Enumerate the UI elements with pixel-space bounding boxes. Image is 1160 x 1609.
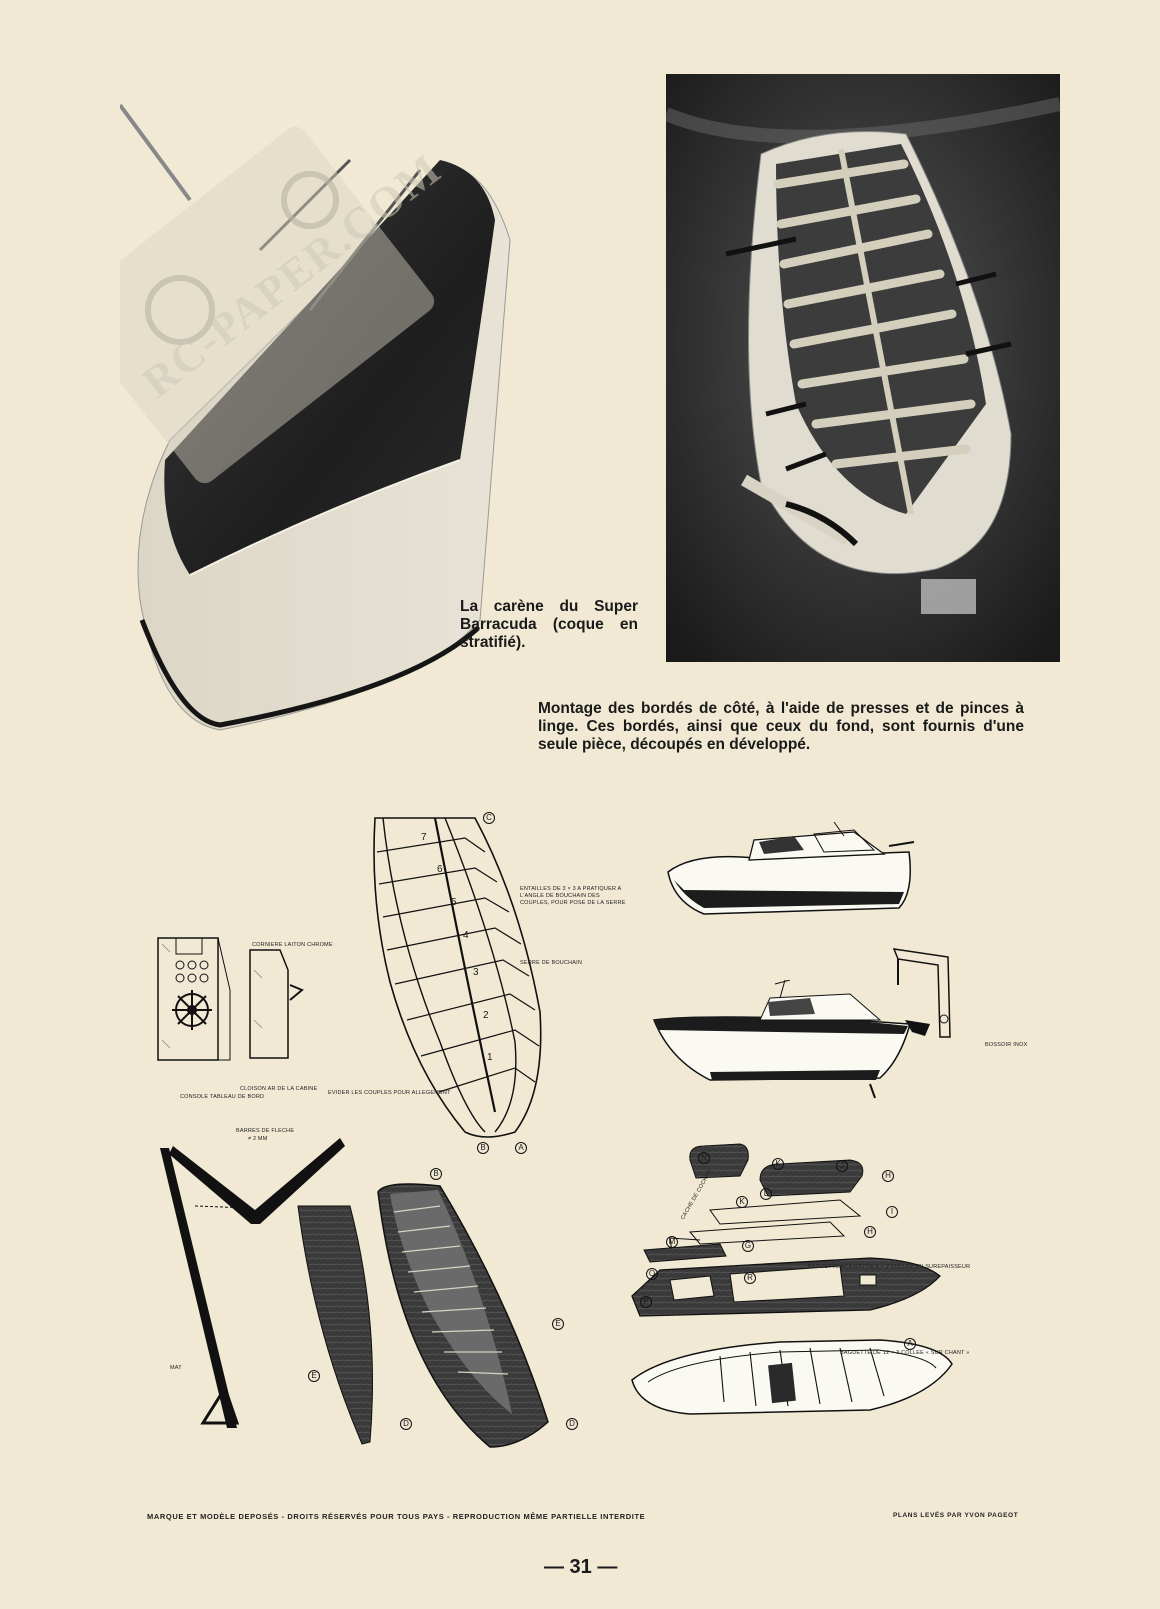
planking-marker-b: B: [430, 1168, 442, 1180]
hull-marker-b: B: [477, 1142, 489, 1154]
rights-notice: MARQUE ET MODÈLE DEPOSÉS - DROITS RÉSERV…: [147, 1512, 646, 1521]
label-bossoir: BOSSOIR INOX: [985, 1042, 1028, 1048]
frame-2: 2: [483, 1010, 489, 1021]
davit-diagram: [888, 945, 968, 1045]
page-number: — 31 —: [544, 1556, 618, 1578]
deck-marker-p: P: [640, 1296, 652, 1308]
frame-3: 3: [473, 967, 479, 978]
label-serre: SERRE DE BOUCHAIN: [520, 960, 583, 966]
cruiser-view-top: [664, 822, 944, 932]
hull-marker-c: C: [483, 812, 495, 824]
planking-marker-e1: E: [552, 1318, 564, 1330]
deck-marker-j: J: [836, 1160, 848, 1172]
deck-marker-q: Q: [646, 1268, 658, 1280]
frame-5: 5: [451, 897, 457, 908]
planking-marker-d2: D: [566, 1418, 578, 1430]
deck-marker-r: R: [744, 1272, 756, 1284]
label-baguette-chant: BAGUETTE DE 12 × 3 COLLEE « SUR CHANT »: [840, 1350, 970, 1356]
mast-diagram: [155, 1138, 355, 1433]
frame-7: 7: [421, 832, 427, 843]
frame-1: 1: [487, 1052, 493, 1063]
hull-photo: [120, 80, 530, 750]
deck-marker-h2: H: [864, 1226, 876, 1238]
planking-marker-d1: D: [400, 1418, 412, 1430]
label-barres: BARRES DE FLECHE: [236, 1128, 295, 1134]
cruiser-view-side: [650, 980, 950, 1110]
label-evider: EVIDER LES COUPLES POUR ALLEGEMENT: [328, 1090, 451, 1096]
frame-6: 6: [437, 864, 443, 875]
label-baguette-acajou: BAGUETTE ACAJOU DE 4 × 2 COLLEE EN SUREP…: [808, 1264, 971, 1270]
framing-photo: [666, 74, 1060, 662]
deck-marker-k2: K: [736, 1196, 748, 1208]
label-console: CONSOLE TABLEAU DE BORD: [180, 1094, 265, 1100]
deck-marker-l: L: [760, 1188, 772, 1200]
superstructure-exploded-diagram: [630, 1120, 970, 1460]
deck-marker-n: N: [698, 1152, 710, 1164]
label-cloison: CLOISON AR DE LA CABINE: [240, 1086, 318, 1092]
deck-marker-g: G: [742, 1240, 754, 1252]
plans-credit: PLANS LEVÉS PAR YVON PAGEOT: [893, 1512, 1019, 1519]
deck-marker-a: A: [904, 1338, 916, 1350]
frame-4: 4: [463, 930, 469, 941]
planking-diagram: [290, 1172, 590, 1452]
dashboard-console-diagram: [150, 930, 310, 1090]
assembly-caption: Montage des bordés de côté, à l'aide de …: [538, 700, 1024, 753]
deck-marker-k1: K: [772, 1158, 784, 1170]
deck-marker-h1: H: [882, 1170, 894, 1182]
label-cornier: CORNIERE LAITON CHROME: [252, 942, 333, 948]
planking-marker-e2: E: [308, 1370, 320, 1382]
deck-marker-i: I: [886, 1206, 898, 1218]
label-entailles: ENTAILLES DE 3 × 3 A PRATIQUER A L'ANGLE…: [520, 886, 626, 906]
deck-marker-m: M: [666, 1236, 678, 1248]
hull-framing-diagram: 7 6 5 4 3 2 1 C B A: [355, 812, 565, 1157]
label-barres-dim: ≠ 2 mm: [248, 1136, 268, 1142]
hull-caption: La carène du Super Barracuda (coque en s…: [460, 598, 638, 651]
label-mat: MAT: [170, 1365, 182, 1371]
hull-marker-a: A: [515, 1142, 527, 1154]
